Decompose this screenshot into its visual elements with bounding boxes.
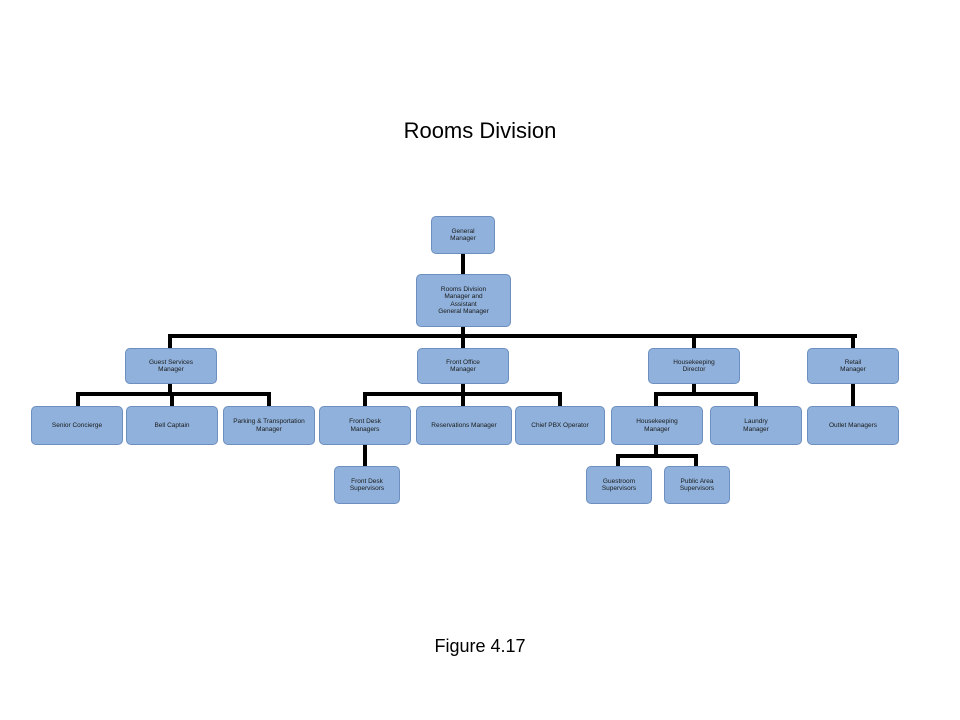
page-title: Rooms Division <box>403 118 557 143</box>
node-reservations-manager: Reservations Manager <box>416 406 512 445</box>
node-rooms-division-manager: Rooms Division Manager and Assistant Gen… <box>416 274 511 327</box>
node-guest-services-manager: Guest Services Manager <box>125 348 217 384</box>
node-housekeeping-manager: Housekeeping Manager <box>611 406 703 445</box>
node-public-area-supervisors: Public Area Supervisors <box>664 466 730 504</box>
node-general-manager: General Manager <box>431 216 495 254</box>
node-housekeeping-director: Housekeeping Director <box>648 348 740 384</box>
node-front-desk-managers: Front Desk Managers <box>319 406 411 445</box>
node-front-desk-supervisors: Front Desk Supervisors <box>334 466 400 504</box>
node-guestroom-supervisors: Guestroom Supervisors <box>586 466 652 504</box>
node-chief-pbx-operator: Chief PBX Operator <box>515 406 605 445</box>
node-retail-manager: Retail Manager <box>807 348 899 384</box>
node-senior-concierge: Senior Concierge <box>31 406 123 445</box>
node-laundry-manager: Laundry Manager <box>710 406 802 445</box>
figure-caption: Figure 4.17 <box>434 636 526 656</box>
node-outlet-managers: Outlet Managers <box>807 406 899 445</box>
node-parking-transportation-manager: Parking & Transportation Manager <box>223 406 315 445</box>
node-bell-captain: Bell Captain <box>126 406 218 445</box>
node-front-office-manager: Front Office Manager <box>417 348 509 384</box>
